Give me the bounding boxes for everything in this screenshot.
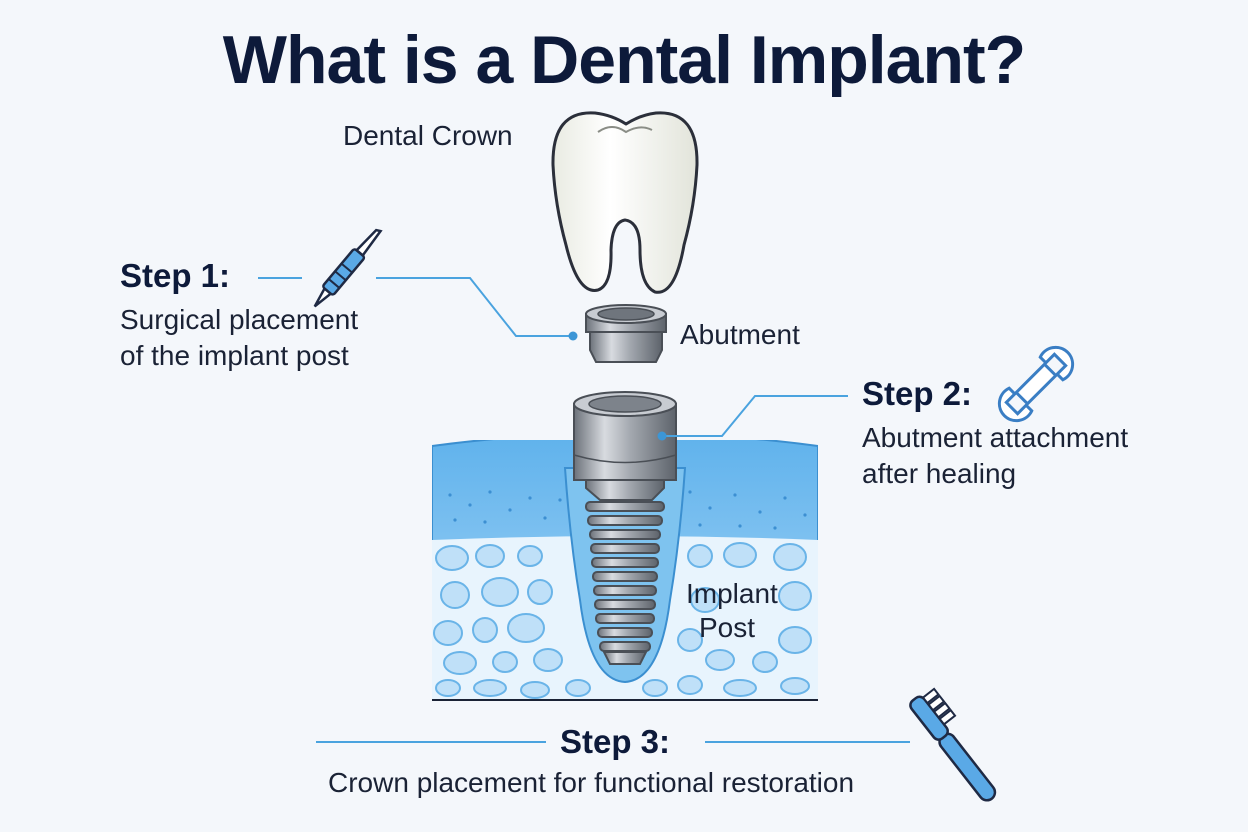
gum-speckles: [448, 490, 807, 530]
step3-title: Step 3:: [560, 723, 671, 760]
implant-post-label: Implant Post: [686, 577, 778, 645]
step3-description: Crown placement for functional restorati…: [328, 767, 855, 798]
bone-cells: [433, 542, 812, 699]
step2-leader-dot: [657, 431, 667, 441]
step1-title: Step 1:: [120, 257, 231, 294]
wrench-icon: [997, 345, 1075, 423]
tooth-crown: [551, 111, 699, 294]
implant-post-label-line1: Implant: [686, 578, 778, 609]
step1-leader-right: [376, 277, 572, 337]
leader-lines: [258, 277, 910, 743]
page-title: What is a Dental Implant?: [222, 22, 1026, 98]
implant-post-label-line2: Post: [698, 612, 756, 643]
step1-desc-line2: of the implant post: [120, 340, 349, 371]
abutment-part: [585, 304, 667, 363]
step2-leader: [664, 395, 848, 437]
toothbrush-icon: [909, 687, 997, 802]
implant-post: [573, 391, 677, 665]
step1-description: Surgical placement of the implant post: [120, 302, 358, 374]
crown-label: Dental Crown: [343, 120, 513, 151]
step2-description: Abutment attachment after healing: [862, 420, 1128, 492]
step1-leader-dot: [568, 331, 578, 341]
step2-title: Step 2:: [862, 375, 973, 412]
scalpel-icon: [313, 228, 383, 308]
step1-desc-line1: Surgical placement: [120, 304, 359, 335]
abutment-label: Abutment: [680, 319, 800, 350]
step2-desc-line2: after healing: [862, 458, 1017, 489]
step2-desc-line1: Abutment attachment: [862, 422, 1129, 453]
